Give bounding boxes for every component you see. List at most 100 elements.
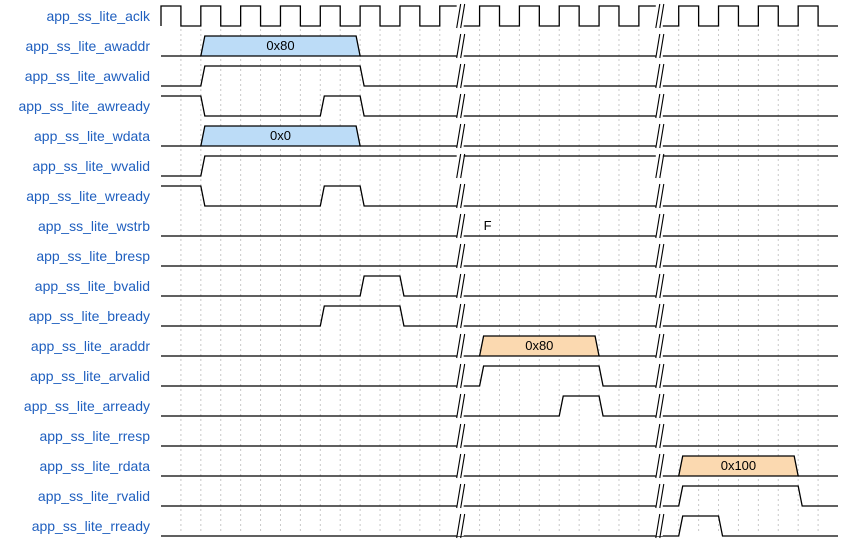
gap-stroke <box>659 153 665 179</box>
gap-stroke <box>456 33 462 59</box>
gap-stroke <box>659 423 665 449</box>
bus-value-app_ss_lite_rdata <box>677 455 799 477</box>
signal-label-app_ss_lite_wstrb: app_ss_lite_wstrb <box>38 218 150 234</box>
signal-label-app_ss_lite_bready: app_ss_lite_bready <box>29 308 150 324</box>
gap-stroke <box>460 153 466 179</box>
signal-label-app_ss_lite_araddr: app_ss_lite_araddr <box>31 338 150 354</box>
gap-stroke <box>655 333 661 359</box>
gap-mask <box>655 4 663 536</box>
waveform-app_ss_lite_bvalid <box>161 275 838 297</box>
gap-stroke <box>460 63 466 89</box>
gap-stroke <box>460 123 466 149</box>
gap-stroke <box>655 303 661 329</box>
gap-stroke <box>659 483 665 509</box>
gap-stroke <box>659 213 665 239</box>
gap-stroke <box>460 273 466 299</box>
signal-label-app_ss_lite_aclk: app_ss_lite_aclk <box>46 8 151 24</box>
gap-stroke <box>655 3 661 29</box>
gap-stroke <box>659 273 665 299</box>
signal-label-app_ss_lite_rresp: app_ss_lite_rresp <box>39 428 150 444</box>
gap-stroke <box>655 483 661 509</box>
gap-stroke <box>460 33 466 59</box>
gap-stroke <box>659 93 665 119</box>
value-label-app_ss_lite_wstrb: F <box>484 218 492 233</box>
signal-label-app_ss_lite_wvalid: app_ss_lite_wvalid <box>32 158 150 174</box>
waveform-app_ss_lite_aclk <box>160 5 838 27</box>
gap-stroke <box>655 513 661 539</box>
gap-stroke <box>659 3 665 29</box>
gap-stroke <box>659 123 665 149</box>
gap-stroke <box>460 183 466 209</box>
gap-stroke <box>460 213 466 239</box>
gap-stroke <box>460 303 466 329</box>
gap-stroke <box>456 273 462 299</box>
gap-stroke <box>460 333 466 359</box>
signal-label-app_ss_lite_bvalid: app_ss_lite_bvalid <box>35 278 150 294</box>
gap-stroke <box>460 3 466 29</box>
gap-stroke <box>456 153 462 179</box>
signal-label-app_ss_lite_awaddr: app_ss_lite_awaddr <box>25 38 150 54</box>
gap-stroke <box>659 33 665 59</box>
signal-label-app_ss_lite_rvalid: app_ss_lite_rvalid <box>38 488 150 504</box>
waveform-app_ss_lite_rvalid <box>161 485 838 507</box>
waveform-app_ss_lite_bready <box>161 305 838 327</box>
waveform-app_ss_lite_wvalid <box>161 155 838 177</box>
signal-label-app_ss_lite_rready: app_ss_lite_rready <box>32 518 150 534</box>
gap-stroke <box>456 513 462 539</box>
bus-value-app_ss_lite_wdata <box>200 125 361 147</box>
gap-stroke <box>460 483 466 509</box>
gap-stroke <box>655 423 661 449</box>
bus-value-label: 0x100 <box>721 458 756 473</box>
gap-stroke <box>456 213 462 239</box>
bus-value-label: 0x80 <box>266 38 294 53</box>
gap-stroke <box>460 393 466 419</box>
gap-stroke <box>460 243 466 269</box>
bus-value-label: 0x80 <box>525 338 553 353</box>
gap-stroke <box>655 273 661 299</box>
gap-stroke <box>456 423 462 449</box>
signal-label-app_ss_lite_awvalid: app_ss_lite_awvalid <box>25 68 150 84</box>
signal-label-app_ss_lite_wdata: app_ss_lite_wdata <box>34 128 150 144</box>
gap-stroke <box>460 513 466 539</box>
gap-stroke <box>456 63 462 89</box>
waveform-app_ss_lite_rready <box>161 515 838 537</box>
waveform-app_ss_lite_wready <box>161 185 838 207</box>
gap-stroke <box>655 183 661 209</box>
gap-stroke <box>460 423 466 449</box>
gap-mask <box>456 4 464 536</box>
gap-stroke <box>655 153 661 179</box>
waveform-app_ss_lite_arready <box>161 395 838 417</box>
gap-stroke <box>655 453 661 479</box>
signal-label-app_ss_lite_rdata: app_ss_lite_rdata <box>39 458 150 474</box>
gap-stroke <box>659 63 665 89</box>
gap-stroke <box>456 123 462 149</box>
gap-stroke <box>456 483 462 509</box>
bus-value-app_ss_lite_araddr <box>478 335 600 357</box>
gap-stroke <box>456 393 462 419</box>
gap-stroke <box>655 363 661 389</box>
gap-stroke <box>655 213 661 239</box>
gap-stroke <box>655 93 661 119</box>
signal-label-app_ss_lite_bresp: app_ss_lite_bresp <box>36 248 150 264</box>
gap-stroke <box>456 243 462 269</box>
signal-label-app_ss_lite_wready: app_ss_lite_wready <box>26 188 150 204</box>
gap-stroke <box>456 333 462 359</box>
gap-stroke <box>456 3 462 29</box>
bus-value-app_ss_lite_awaddr <box>200 35 361 57</box>
gap-stroke <box>659 333 665 359</box>
gap-stroke <box>659 183 665 209</box>
time-gap-markers <box>456 3 665 539</box>
signal-label-app_ss_lite_arvalid: app_ss_lite_arvalid <box>30 368 150 384</box>
signal-labels: app_ss_lite_aclk app_ss_lite_awaddr app_ss… <box>18 8 151 534</box>
gap-stroke <box>460 453 466 479</box>
gap-stroke <box>456 93 462 119</box>
gap-stroke <box>659 453 665 479</box>
gap-stroke <box>655 33 661 59</box>
waveform-app_ss_lite_arvalid <box>161 365 838 387</box>
gap-stroke <box>456 183 462 209</box>
signal-label-app_ss_lite_awready: app_ss_lite_awready <box>18 98 150 114</box>
signal-label-app_ss_lite_arready: app_ss_lite_arready <box>24 398 150 414</box>
gap-stroke <box>659 393 665 419</box>
